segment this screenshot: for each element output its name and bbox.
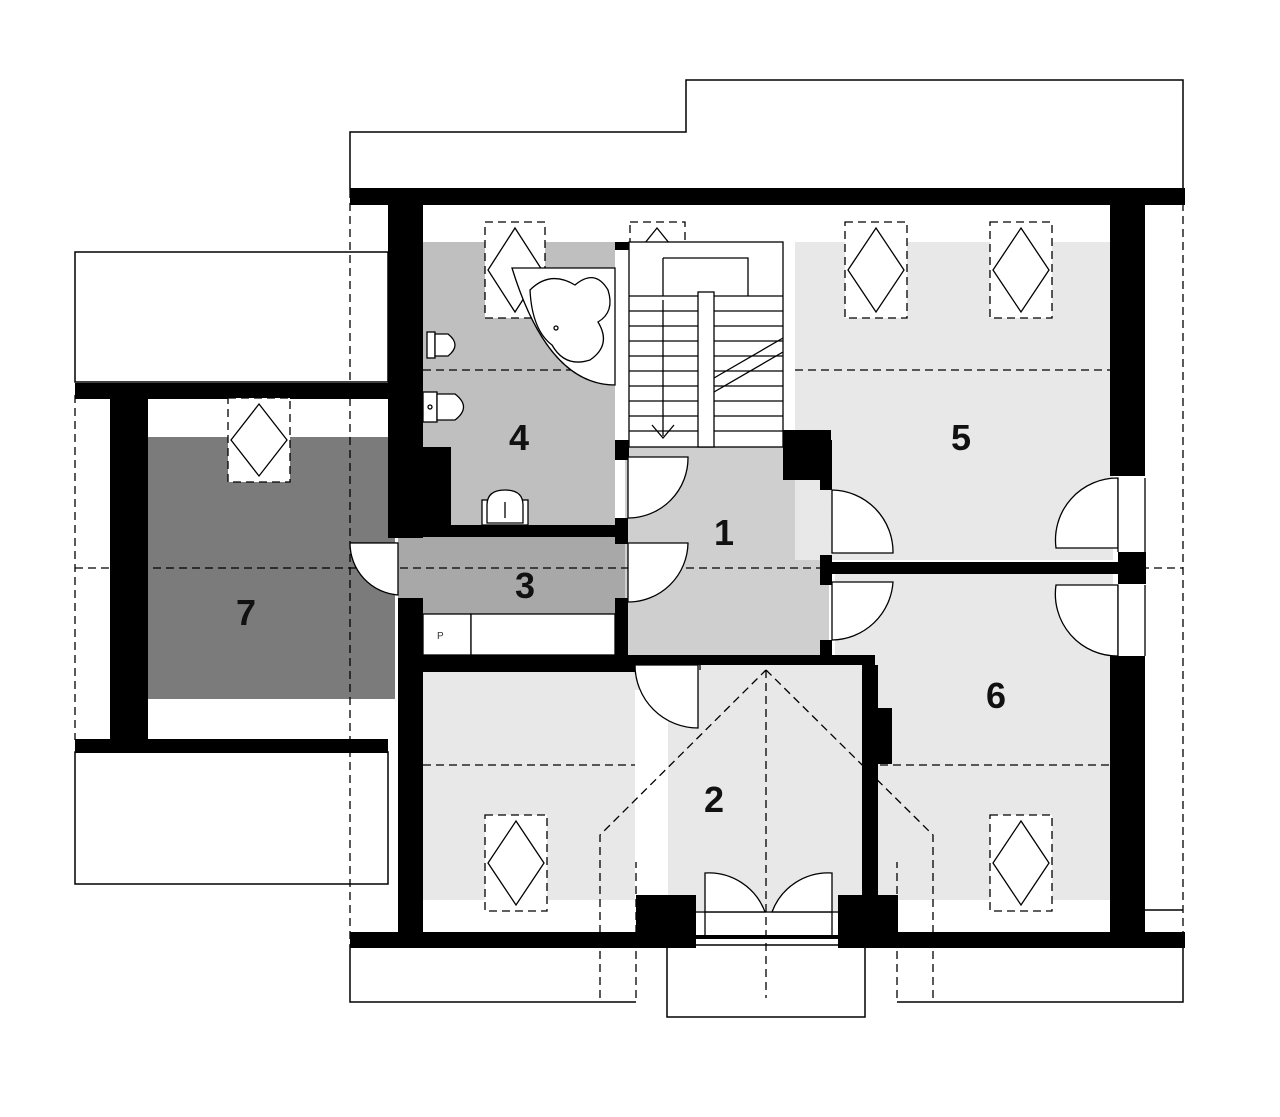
doors: [349, 456, 1146, 935]
staircase: [628, 241, 784, 448]
washbasin: [481, 489, 529, 526]
room-label-1: 1: [714, 512, 734, 553]
corner-bathtub: [511, 267, 616, 386]
storage-marker: P: [437, 631, 444, 642]
skylight-room6: [989, 814, 1053, 912]
room-label-4: 4: [509, 417, 529, 458]
skylight-room2: [484, 814, 548, 912]
door-room-2: [634, 664, 699, 729]
room-label-6: 6: [986, 675, 1006, 716]
door-balcony-2: [696, 872, 838, 935]
room-label-7: 7: [236, 592, 256, 633]
skylight-room5-left: [844, 221, 908, 319]
door-room-5: [831, 489, 894, 554]
door-room-4: [627, 456, 689, 519]
door-balcony-6: [1054, 584, 1146, 657]
skylight-room5-right: [989, 221, 1053, 319]
bidet: [422, 391, 465, 423]
door-room-7: [349, 542, 399, 596]
storage-units: P: [422, 613, 616, 656]
door-room-6: [831, 581, 894, 641]
room-labels: 1 2 3 4 5 6 7: [236, 417, 1006, 820]
door-room-3: [627, 542, 689, 603]
door-balcony-5: [1054, 477, 1146, 552]
room-label-3: 3: [515, 565, 535, 606]
room-label-5: 5: [951, 417, 971, 458]
toilet: [426, 331, 456, 359]
skylight-room7: [227, 397, 291, 483]
walls: [75, 188, 1185, 948]
room-2-fill: [668, 665, 868, 913]
room-label-2: 2: [704, 779, 724, 820]
bathroom-fixtures: [422, 267, 616, 526]
